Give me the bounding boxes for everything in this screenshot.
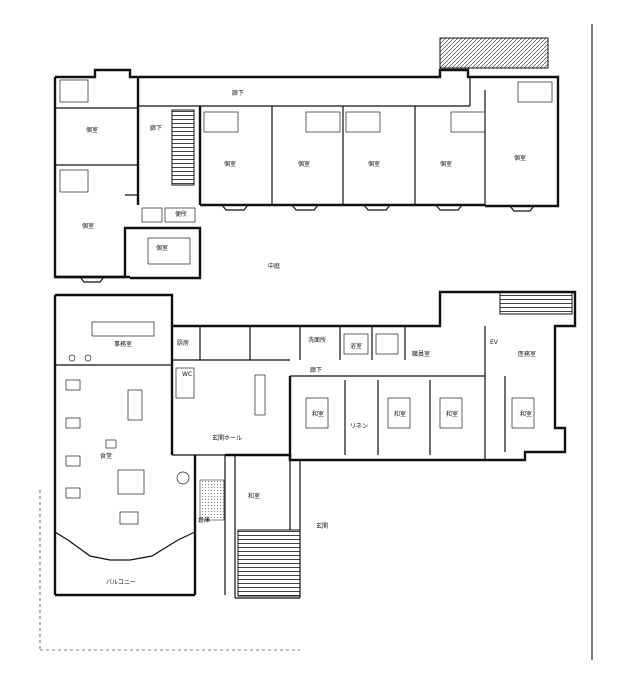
label-bath: 浴室 <box>350 342 362 350</box>
label-room-r1: 和室 <box>312 410 324 418</box>
label-linen: リネン <box>350 423 368 430</box>
label-entrance: 玄関 <box>316 522 328 530</box>
stair-bottom <box>237 529 301 597</box>
label-corridor-top: 廊下 <box>232 89 244 97</box>
label-room-tl-1: 個室 <box>86 126 98 134</box>
label-garden: 中庭 <box>268 262 280 270</box>
label-room-2: 個室 <box>298 160 310 168</box>
label-kitchen: 厨房 <box>177 339 189 347</box>
label-corridor-left: 廊下 <box>150 124 162 132</box>
label-ev: EV <box>490 339 499 346</box>
label-hall: 玄関ホール <box>212 434 242 442</box>
label-room-4: 個室 <box>440 160 452 168</box>
label-corridor-mid: 廊下 <box>310 366 322 374</box>
stair-top <box>171 109 195 186</box>
label-office: 事務室 <box>114 340 132 348</box>
label-staff: 職員室 <box>412 350 430 358</box>
stair-right <box>499 291 573 315</box>
dining-tables <box>65 379 145 525</box>
label-room-r3: 和室 <box>446 410 458 418</box>
label-washroom: 洗面所 <box>308 336 326 344</box>
label-room-l: 個室 <box>156 244 168 252</box>
room-labels: 廊下 廊下 個室 個室 個室 個室 個室 個室 個室 個室 便所 中庭 事務室 … <box>82 89 536 586</box>
label-room-r2: 和室 <box>394 410 406 418</box>
label-wc: WC <box>182 371 192 378</box>
bottom-wing <box>39 290 577 651</box>
rooftop-structure <box>439 37 549 69</box>
label-balcony: バルコニー <box>106 579 136 586</box>
label-storage: 倉庫 <box>198 516 210 524</box>
label-room-tl-2: 個室 <box>82 222 94 230</box>
label-room-5: 個室 <box>514 154 526 162</box>
label-dining: 食堂 <box>100 452 112 460</box>
label-room-1: 個室 <box>224 160 236 168</box>
label-nurse: 医務室 <box>518 350 536 358</box>
label-room-r4: 和室 <box>520 410 532 418</box>
top-wing <box>53 37 560 283</box>
label-room-r5: 和室 <box>248 492 260 500</box>
label-toilet: 便所 <box>175 210 187 218</box>
label-room-3: 個室 <box>368 160 380 168</box>
